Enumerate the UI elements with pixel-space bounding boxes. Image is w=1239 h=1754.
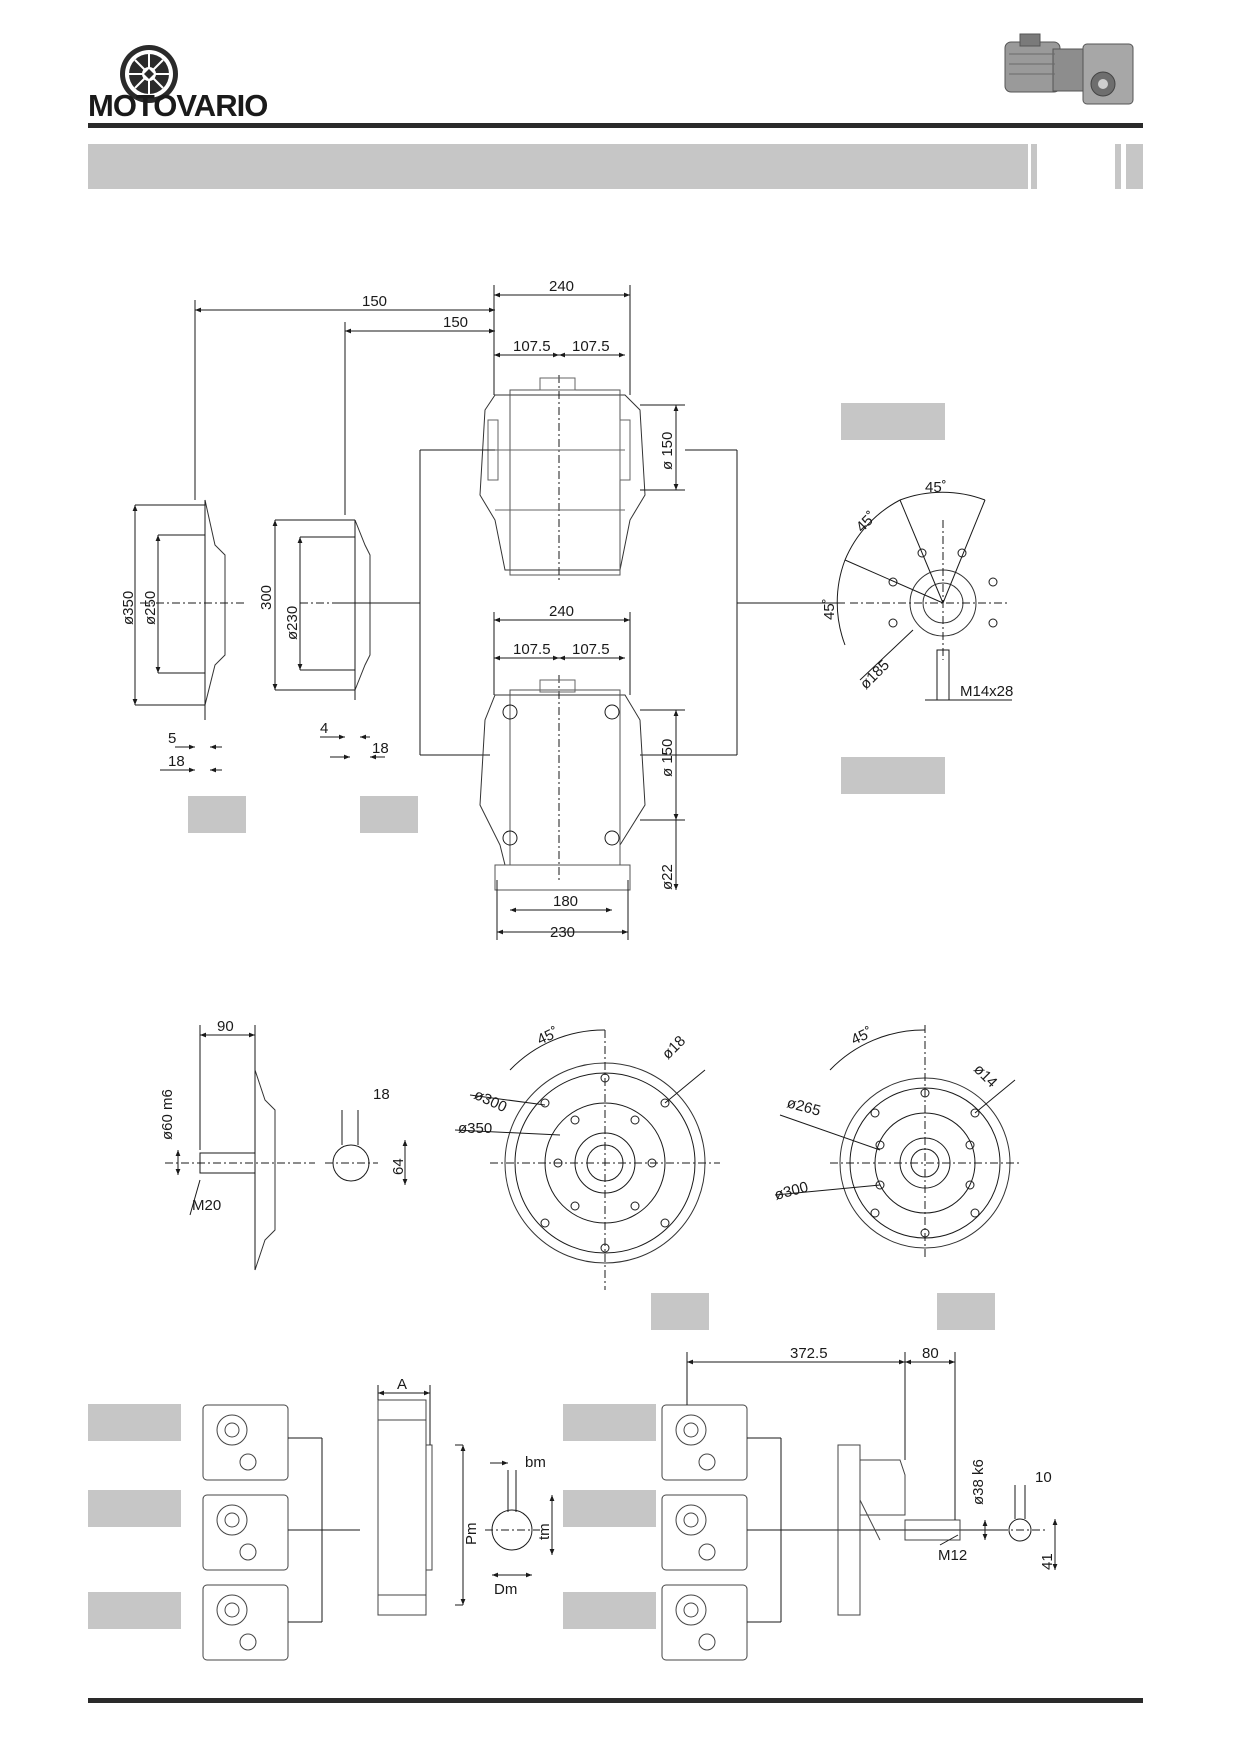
dim-phi150-bottom: ø 150 xyxy=(659,739,676,777)
dim-107-5-d: 107.5 xyxy=(572,641,610,658)
dim-phi230: ø230 xyxy=(284,606,301,640)
page-header: MOTOVARIO xyxy=(0,0,1239,200)
dim-107-5-a: 107.5 xyxy=(513,338,551,355)
angle-45-f1: 45˚ xyxy=(535,1024,562,1049)
output-shaft-side xyxy=(837,1444,961,1616)
dim-4: 4 xyxy=(320,720,328,737)
label-tag-flange-a xyxy=(188,796,246,833)
title-bar-end xyxy=(1126,144,1143,189)
thread-M20: M20 xyxy=(192,1197,221,1214)
gearmotor-image xyxy=(1004,33,1134,105)
dim-80: 80 xyxy=(922,1345,939,1362)
shaft-side-view xyxy=(165,1069,378,1271)
dim-41: 41 xyxy=(1039,1553,1056,1570)
dim-phi300-f1: ø300 xyxy=(471,1086,509,1116)
angle-45-bottom: 45˚ xyxy=(821,598,838,620)
thread-M14x28: M14x28 xyxy=(960,683,1013,700)
dim-phi14: ø14 xyxy=(970,1061,1000,1091)
label-tag-mount-3 xyxy=(88,1592,181,1629)
dim-107-5-b: 107.5 xyxy=(572,338,610,355)
motovario-logo xyxy=(120,45,178,103)
gearbox-bottom-view xyxy=(479,675,646,891)
label-tag-mount-1 xyxy=(88,1404,181,1441)
dim-180: 180 xyxy=(553,893,578,910)
dim-107-5-c: 107.5 xyxy=(513,641,551,658)
shaft-end-view xyxy=(836,491,1012,701)
title-page-cell xyxy=(1031,144,1121,189)
dim-18-b: 18 xyxy=(372,740,389,757)
label-tag-shaft-end xyxy=(841,403,945,440)
dim-230: 230 xyxy=(550,924,575,941)
label-tag-mount-2 xyxy=(88,1490,181,1527)
dim-18-shaft: 18 xyxy=(373,1086,390,1103)
dim-150-a: 150 xyxy=(362,293,387,310)
dim-150-b: 150 xyxy=(443,314,468,331)
dim-A: A xyxy=(397,1376,407,1393)
dim-phi350-f1: ø350 xyxy=(458,1120,492,1137)
dim-240-bottom: 240 xyxy=(549,603,574,620)
flange-b-side xyxy=(300,519,385,700)
dim-tm: tm xyxy=(536,1523,553,1540)
label-tag-flange-f1 xyxy=(651,1293,709,1330)
dim-phi350-a: ø350 xyxy=(120,591,137,625)
dim-18-a: 18 xyxy=(168,753,185,770)
dim-phi300-f2: ø300 xyxy=(773,1179,810,1204)
label-tag-right-mid xyxy=(841,757,945,794)
flange-f2-face xyxy=(774,1025,1020,1260)
label-tag-flange-b xyxy=(360,796,418,833)
dim-90: 90 xyxy=(217,1018,234,1035)
dim-phi60-m6: ø60 m6 xyxy=(159,1089,176,1140)
label-tag-mount-5 xyxy=(563,1490,656,1527)
dim-300: 300 xyxy=(258,585,275,610)
dim-phi265: ø265 xyxy=(785,1094,822,1119)
dim-5: 5 xyxy=(168,730,176,747)
dim-phi250: ø250 xyxy=(142,591,159,625)
dim-bm: bm xyxy=(525,1454,546,1471)
dim-372-5: 372.5 xyxy=(790,1345,828,1362)
dim-64: 64 xyxy=(390,1158,407,1175)
gearbox-top-view xyxy=(479,375,646,580)
top-rule xyxy=(88,123,1143,128)
dim-Pm: Pm xyxy=(463,1523,480,1546)
dim-phi18: ø18 xyxy=(659,1033,689,1063)
dim-10: 10 xyxy=(1035,1469,1052,1486)
angle-45-f2: 45˚ xyxy=(849,1024,876,1049)
angle-45-top: 45˚ xyxy=(925,479,947,496)
dim-phi150-top: ø 150 xyxy=(659,432,676,470)
label-tag-flange-f2 xyxy=(937,1293,995,1330)
title-bar xyxy=(88,144,1028,189)
brand-name: MOTOVARIO xyxy=(88,88,268,123)
flange-f1-face xyxy=(454,1029,720,1290)
hollow-shaft-side xyxy=(377,1399,433,1616)
mount-positions-left xyxy=(202,1404,289,1661)
angle-45-left: 45˚ xyxy=(853,508,880,535)
mount-positions-right xyxy=(661,1404,748,1661)
dim-phi185: ø185 xyxy=(857,657,893,693)
label-tag-mount-6 xyxy=(563,1592,656,1629)
thread-M12: M12 xyxy=(938,1547,967,1564)
dim-Dm: Dm xyxy=(494,1581,517,1598)
dim-phi38-k6: ø38 k6 xyxy=(970,1459,987,1505)
bottom-rule xyxy=(88,1698,1143,1703)
dim-240-top: 240 xyxy=(549,278,574,295)
dim-phi22: ø22 xyxy=(659,864,676,890)
label-tag-mount-4 xyxy=(563,1404,656,1441)
